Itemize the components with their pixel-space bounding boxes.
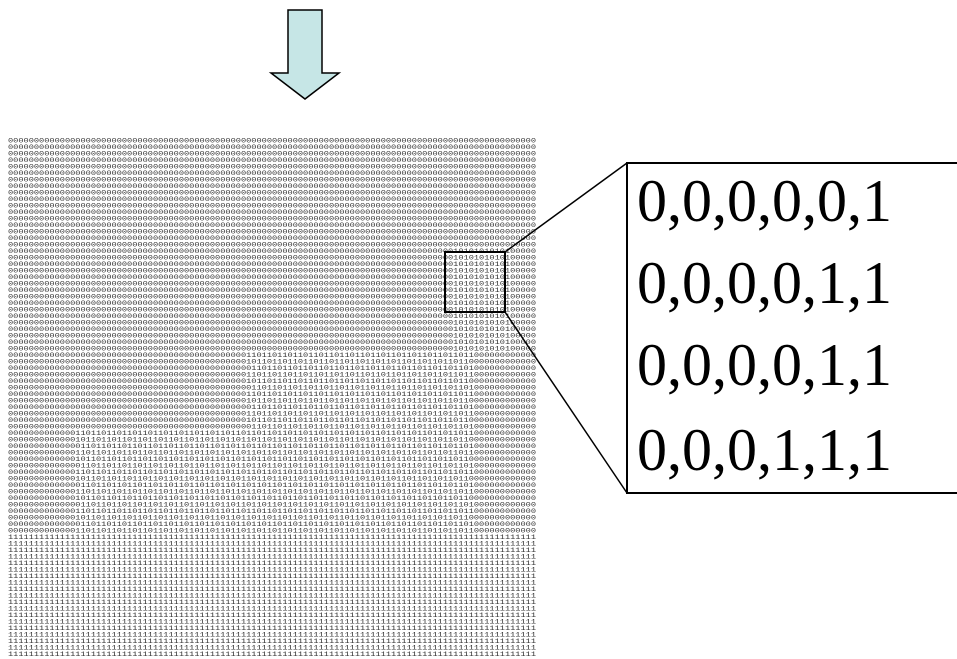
binary-row: 0000000000000000000000000000000000000000… [8, 287, 536, 294]
zoom-row-2: 0,0,0,0,1,1 [637, 250, 892, 316]
binary-row: 1111111111111111111111111111111111111111… [8, 612, 536, 619]
binary-row: 0000000000000000000000000000000000000000… [8, 138, 536, 145]
binary-row: 0000000000000000000000000000000000000000… [8, 411, 536, 418]
binary-row: 0000000000000000000000000000000000000000… [8, 151, 536, 158]
binary-row: 0000000000000000000000000000000000000000… [8, 320, 536, 327]
binary-row: 0000000000000000000000000000000000000000… [8, 177, 536, 184]
binary-row: 0000000000000101101101101101101101101101… [8, 495, 536, 502]
binary-row: 0000000000000000000000000000000000000000… [8, 372, 536, 379]
binary-row: 0000000000000110110110110110110110110110… [8, 528, 536, 535]
binary-row: 1111111111111111111111111111111111111111… [8, 593, 536, 600]
binary-row: 1111111111111111111111111111111111111111… [8, 606, 536, 613]
binary-row: 0000000000000000000000000000000000000000… [8, 417, 536, 424]
binary-row: 0000000000000011011011011011011011011011… [8, 463, 536, 470]
zoom-connector-top [504, 162, 628, 253]
binary-row: 1111111111111111111111111111111111111111… [8, 580, 536, 587]
binary-row: 0000000000000000000000000000000000000000… [8, 398, 536, 405]
binary-row: 0000000000000000000000000000000000000000… [8, 391, 536, 398]
binary-row: 0000000000000000000000000000000000000000… [8, 359, 536, 366]
binary-row: 0000000000000000000000000000000000000000… [8, 170, 536, 177]
binary-row: 0000000000000101101101101101101101101101… [8, 456, 536, 463]
binary-row: 0000000000000101101101101101101101101101… [8, 515, 536, 522]
binary-row: 1111111111111111111111111111111111111111… [8, 625, 536, 632]
binary-row: 0000000000000011011011011011011011011011… [8, 443, 536, 450]
binary-row: 0000000000000000000000000000000000000000… [8, 365, 536, 372]
binary-row: 0000000000000000000000000000000000000000… [8, 255, 536, 262]
zoom-row-1: 0,0,0,0,0,1 [637, 168, 892, 234]
binary-row: 1111111111111111111111111111111111111111… [8, 586, 536, 593]
binary-row: 0000000000000000000000000000000000000000… [8, 229, 536, 236]
binary-row: 0000000000000011011011011011011011011011… [8, 521, 536, 528]
binary-row: 1111111111111111111111111111111111111111… [8, 541, 536, 548]
binary-row: 1111111111111111111111111111111111111111… [8, 651, 536, 658]
binary-row: 0000000000000000000000000000000000000000… [8, 378, 536, 385]
binary-row: 1111111111111111111111111111111111111111… [8, 573, 536, 580]
binary-row: 0000000000000011011011011011011011011011… [8, 482, 536, 489]
binary-row: 0000000000000110110110110110110110110110… [8, 469, 536, 476]
binary-row: 0000000000000000000000000000000000000000… [8, 307, 536, 314]
binary-row: 0000000000000000000000000000000000000000… [8, 144, 536, 151]
binary-row: 1111111111111111111111111111111111111111… [8, 567, 536, 574]
binary-row: 1111111111111111111111111111111111111111… [8, 645, 536, 652]
down-arrow-icon [268, 9, 342, 100]
binary-row: 0000000000000000000000000000000000000000… [8, 346, 536, 353]
binary-row: 1111111111111111111111111111111111111111… [8, 632, 536, 639]
binary-row: 0000000000000000000000000000000000000000… [8, 235, 536, 242]
binary-row: 1111111111111111111111111111111111111111… [8, 554, 536, 561]
binary-row: 0000000000000000000000000000000000000000… [8, 248, 536, 255]
binary-row: 1111111111111111111111111111111111111111… [8, 619, 536, 626]
binary-row: 0000000000000000000000000000000000000000… [8, 281, 536, 288]
binary-row: 0000000000000000000000000000000000000000… [8, 424, 536, 431]
binary-row: 0000000000000000000000000000000000000000… [8, 339, 536, 346]
binary-row: 1111111111111111111111111111111111111111… [8, 599, 536, 606]
binary-row: 1111111111111111111111111111111111111111… [8, 547, 536, 554]
binary-row: 0000000000000101101101101101101101101101… [8, 437, 536, 444]
binary-row: 0000000000000110110110110110110110110110… [8, 450, 536, 457]
binary-row: 0000000000000000000000000000000000000000… [8, 157, 536, 164]
binary-row: 0000000000000000000000000000000000000000… [8, 222, 536, 229]
magnifier-selection [444, 251, 506, 313]
binary-row: 0000000000000110110110110110110110110110… [8, 430, 536, 437]
binary-row: 0000000000000000000000000000000000000000… [8, 190, 536, 197]
binary-row: 0000000000000000000000000000000000000000… [8, 196, 536, 203]
zoom-row-4: 0,0,0,1,1,1 [637, 417, 892, 483]
binary-row: 0000000000000000000000000000000000000000… [8, 242, 536, 249]
binary-row: 0000000000000000000000000000000000000000… [8, 326, 536, 333]
binary-row: 0000000000000011011011011011011011011011… [8, 502, 536, 509]
binary-row: 1111111111111111111111111111111111111111… [8, 534, 536, 541]
binary-row: 0000000000000000000000000000000000000000… [8, 385, 536, 392]
binary-row: 0000000000000000000000000000000000000000… [8, 352, 536, 359]
binary-row: 0000000000000000000000000000000000000000… [8, 294, 536, 301]
binary-row: 0000000000000000000000000000000000000000… [8, 404, 536, 411]
binary-row: 0000000000000000000000000000000000000000… [8, 300, 536, 307]
binary-row: 0000000000000000000000000000000000000000… [8, 274, 536, 281]
binary-row: 0000000000000110110110110110110110110110… [8, 489, 536, 496]
binary-row: 0000000000000101101101101101101101101101… [8, 476, 536, 483]
zoom-box [626, 162, 957, 494]
zoom-row-3: 0,0,0,0,1,1 [637, 332, 892, 398]
binary-digit-grid: 0000000000000000000000000000000000000000… [8, 138, 536, 659]
binary-row: 0000000000000000000000000000000000000000… [8, 333, 536, 340]
binary-row: 0000000000000000000000000000000000000000… [8, 313, 536, 320]
binary-row: 0000000000000110110110110110110110110110… [8, 508, 536, 515]
binary-row: 0000000000000000000000000000000000000000… [8, 203, 536, 210]
binary-row: 0000000000000000000000000000000000000000… [8, 164, 536, 171]
binary-row: 0000000000000000000000000000000000000000… [8, 209, 536, 216]
binary-row: 1111111111111111111111111111111111111111… [8, 560, 536, 567]
binary-row: 1111111111111111111111111111111111111111… [8, 638, 536, 645]
binary-row: 0000000000000000000000000000000000000000… [8, 261, 536, 268]
zoom-connector-bottom [504, 311, 628, 494]
binary-row: 0000000000000000000000000000000000000000… [8, 216, 536, 223]
binary-row: 0000000000000000000000000000000000000000… [8, 183, 536, 190]
binary-row: 0000000000000000000000000000000000000000… [8, 268, 536, 275]
